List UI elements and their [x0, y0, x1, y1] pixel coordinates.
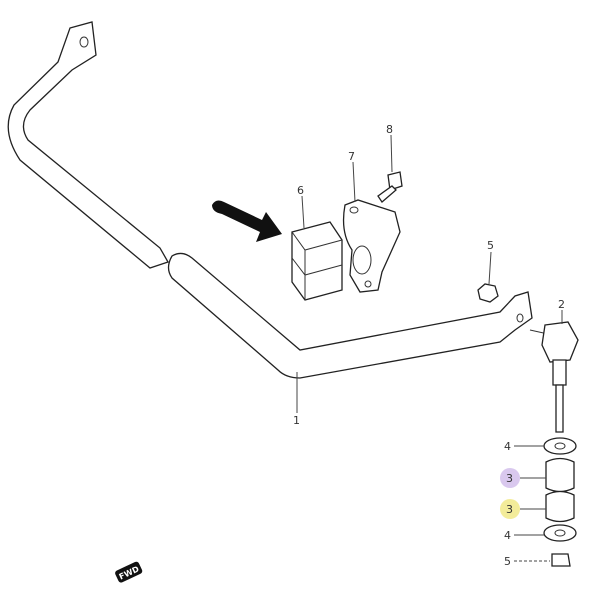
stabilizer-link: [529, 321, 579, 433]
bushing-bracket: [342, 199, 401, 293]
bar-bushing: [291, 221, 343, 301]
callout-6: 6: [297, 184, 304, 197]
washer-lower: [543, 524, 577, 542]
link-bushing-lower: [545, 490, 575, 523]
callout-7: 7: [348, 150, 355, 163]
callout-8: 8: [386, 123, 393, 136]
callout-3-lower: 3: [506, 503, 513, 516]
link-bushing-upper: [545, 457, 575, 493]
washer-upper: [543, 437, 577, 455]
bracket-bolt: [377, 171, 403, 203]
callout-2: 2: [558, 298, 565, 311]
callout-3-upper: 3: [506, 472, 513, 485]
callout-4-upper: 4: [504, 440, 511, 453]
highlight-purple: [500, 468, 520, 488]
nut-lower: [551, 553, 571, 567]
callout-5-lower: 5: [504, 555, 511, 568]
callout-4-lower: 4: [504, 529, 511, 542]
highlight-yellow: [500, 499, 520, 519]
arrow-right-icon: [212, 200, 282, 242]
stabilizer-bar: [7, 21, 533, 379]
fwd-mark: FWD: [115, 561, 143, 583]
nut-upper: [477, 283, 499, 303]
callout-1: 1: [293, 414, 300, 427]
callout-5-upper: 5: [487, 239, 494, 252]
